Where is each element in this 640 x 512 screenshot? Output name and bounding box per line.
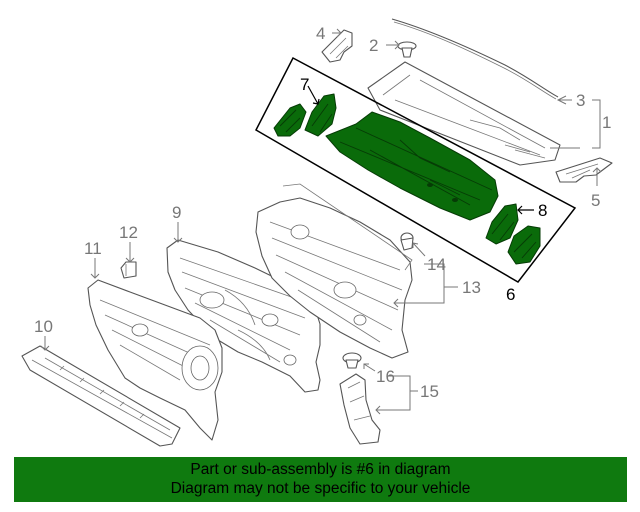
part-11-insulator[interactable] (87, 279, 223, 441)
callout-5: 5 (591, 191, 600, 210)
callout-16: 16 (376, 367, 395, 386)
part-12-clip[interactable] (120, 261, 137, 279)
part-10-reinforcement[interactable] (21, 345, 181, 447)
part-2-clip[interactable] (397, 41, 417, 58)
part-3-seal[interactable] (391, 18, 559, 100)
assembly-frame (255, 56, 577, 283)
callout-8: 8 (538, 201, 547, 220)
callout-14: 14 (427, 255, 446, 274)
info-banner: Part or sub-assembly is #6 in diagram Di… (14, 457, 627, 502)
callout-11: 11 (84, 239, 102, 258)
part-4-bracket[interactable] (321, 29, 353, 63)
banner-line-1: Part or sub-assembly is #6 in diagram (190, 461, 451, 478)
part-5-bracket[interactable] (555, 157, 613, 183)
callout-7: 7 (300, 75, 309, 94)
callout-6: 6 (506, 285, 515, 304)
part-15-bracket[interactable] (339, 373, 381, 445)
part-16-clip[interactable] (342, 352, 362, 369)
part-13-dash-silencer[interactable] (255, 183, 413, 359)
part-7-bracket[interactable] (273, 93, 337, 137)
callout-12: 12 (119, 223, 138, 242)
part-14-clip[interactable] (400, 232, 414, 251)
callout-2: 2 (369, 36, 378, 55)
callout-10: 10 (34, 317, 53, 336)
callout-13: 13 (462, 278, 481, 297)
banner-line-2: Diagram may not be specific to your vehi… (170, 480, 471, 497)
callout-4: 4 (316, 24, 325, 43)
part-1-cowl-panel[interactable] (367, 61, 561, 166)
leader-lines (40, 28, 602, 415)
part-6-cowl-assembly[interactable] (325, 111, 499, 221)
callout-9: 9 (172, 203, 181, 222)
part-8-bracket[interactable] (485, 203, 541, 265)
callout-3: 3 (576, 91, 585, 110)
parts-diagram: 1 2 3 4 5 6 7 8 9 10 11 12 13 14 15 16 (21, 18, 613, 447)
callout-15: 15 (420, 382, 439, 401)
callout-1: 1 (602, 113, 611, 132)
